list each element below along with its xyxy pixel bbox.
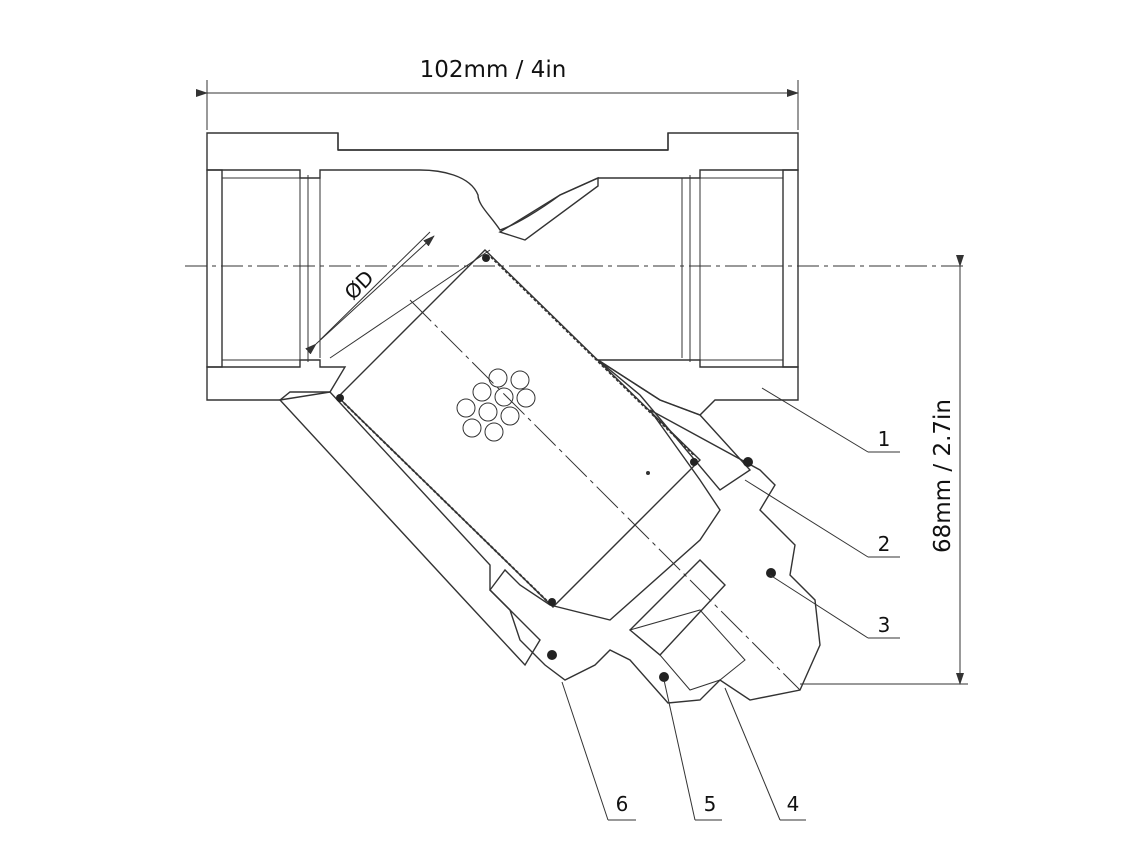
seal-ring-6 xyxy=(547,650,557,660)
part-number-1: 1 xyxy=(878,427,891,451)
seal-ring-3 xyxy=(766,568,776,578)
part-number-3: 3 xyxy=(878,613,891,637)
part-number-6: 6 xyxy=(616,792,629,816)
valve-body xyxy=(206,132,799,667)
width-label: 102mm / 4in xyxy=(420,57,567,83)
height-label: 68mm / 2.7in xyxy=(930,399,956,553)
width-dimension: 102mm / 4in xyxy=(196,57,799,130)
screen-perforations xyxy=(456,368,536,442)
part-number-5: 5 xyxy=(704,792,717,816)
filter-screen: ØD xyxy=(305,231,801,691)
height-dimension: 68mm / 2.7in xyxy=(800,255,968,685)
diameter-label: ØD xyxy=(340,266,379,305)
seal-ring-5 xyxy=(659,672,669,682)
part-number-2: 2 xyxy=(878,532,891,556)
part-number-4: 4 xyxy=(787,792,800,816)
seal-ring-2 xyxy=(743,457,753,467)
cap-assembly xyxy=(336,254,821,704)
part-callouts: 1 2 3 4 5 6 xyxy=(561,387,900,821)
